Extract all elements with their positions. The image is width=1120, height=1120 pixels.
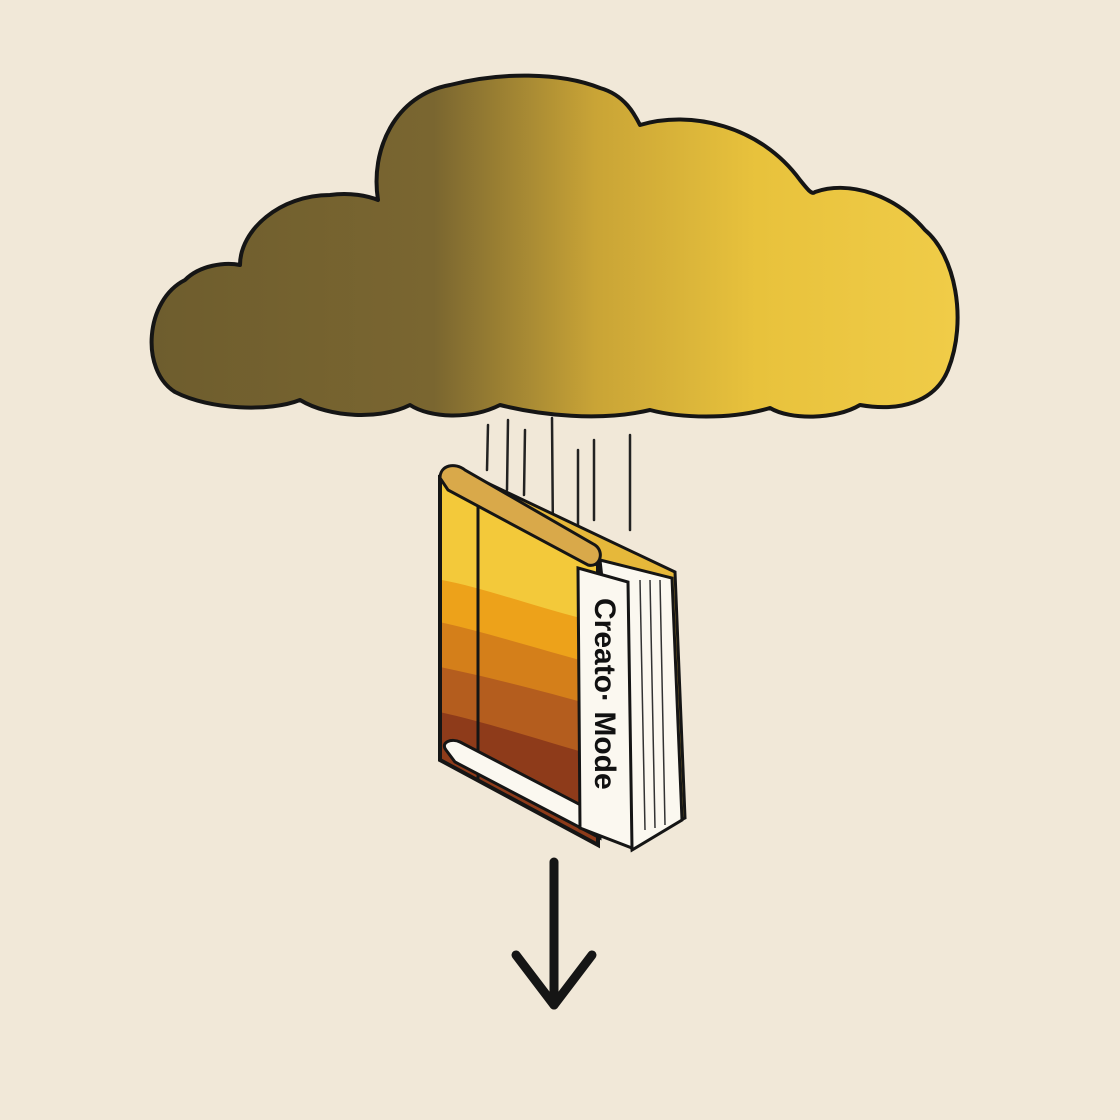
down-arrow-icon [511,857,597,1010]
cloud-icon [149,73,960,419]
book-icon: Creato· Mode [438,464,687,853]
rain-lines [485,416,632,542]
book-spine-title: Creato· Mode [588,598,621,790]
